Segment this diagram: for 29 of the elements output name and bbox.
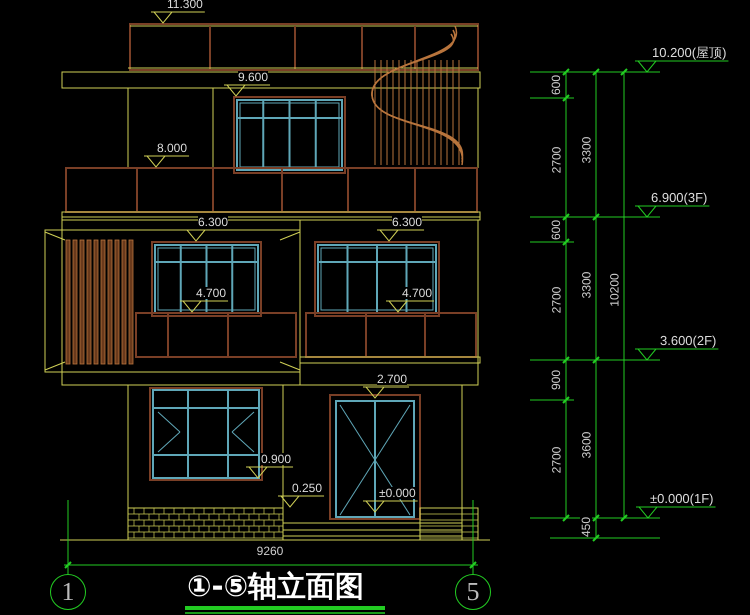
dimension-text: 600 — [550, 74, 562, 96]
dimension-text: 3300 — [580, 136, 592, 164]
dimension-text: 2700 — [550, 146, 562, 174]
elevation-label: 6.300 — [392, 216, 422, 228]
elevation-label: 0.250 — [292, 482, 322, 494]
dimension-text: 600 — [550, 220, 562, 240]
dimension-text: 9260 — [256, 545, 284, 557]
dimension-text: 3300 — [580, 272, 592, 298]
elevation-label: ±0.000(1F) — [650, 492, 714, 505]
elevation-label: 2.700 — [377, 373, 408, 385]
elevation-label: 10.200(屋顶) — [652, 46, 726, 59]
elevation-label: 9.600 — [238, 71, 268, 83]
axis-bubble: 5 — [455, 574, 491, 610]
dimension-text: 450 — [580, 516, 592, 538]
dimension-text: 10200 — [609, 273, 621, 307]
dimension-text: 2700 — [550, 286, 562, 314]
elevation-label: 3.600(2F) — [660, 334, 716, 347]
elevation-label: 0.900 — [261, 453, 292, 465]
elevation-label: 4.700 — [402, 287, 432, 299]
dimension-text: 3600 — [580, 432, 592, 458]
elevation-label: 8.000 — [157, 142, 188, 154]
elevation-label: ±0.000 — [379, 487, 416, 499]
drawing-title: ①-⑤轴立面图 — [187, 572, 364, 601]
dimension-text: 900 — [550, 370, 562, 390]
dimension-text: 2700 — [550, 446, 562, 474]
elevation-label: 4.700 — [196, 287, 226, 299]
elevation-label: 6.900(3F) — [651, 191, 708, 204]
elevation-label: 6.300 — [198, 216, 228, 228]
axis-bubble: 1 — [50, 574, 86, 610]
